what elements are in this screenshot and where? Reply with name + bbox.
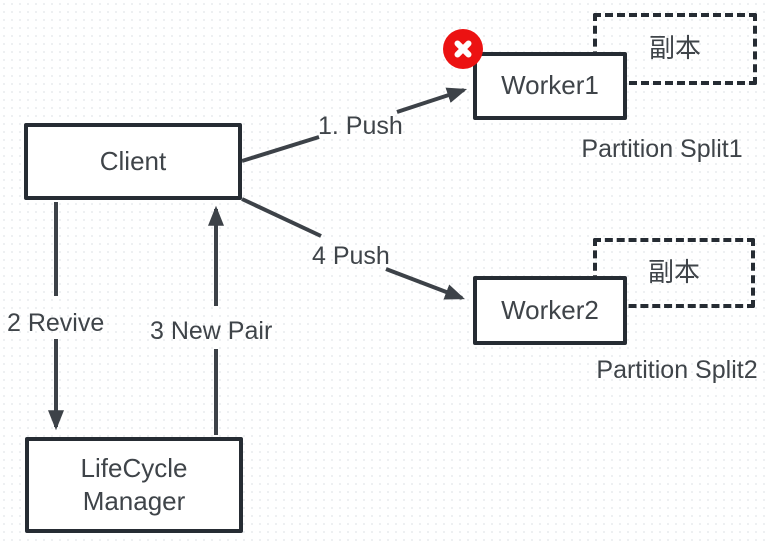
replica2-label: 副本: [647, 257, 700, 288]
worker1-label: Worker1: [501, 70, 599, 101]
error-badge: [443, 29, 483, 69]
error-cross-icon: [454, 40, 472, 58]
arrow-push1-segment: [241, 135, 320, 163]
client-label: Client: [99, 145, 167, 176]
caption-partition-split1: Partition Split1: [581, 135, 743, 163]
arrow-push4-segment: [241, 197, 322, 238]
edge-label-push1: 1. Push: [318, 112, 403, 140]
arrow-push4-head: [385, 267, 465, 300]
node-replica1: 副本: [593, 13, 757, 85]
lifecycle-manager-label: LifeCycle Manager: [80, 452, 188, 516]
node-client: Client: [24, 123, 242, 200]
arrow-push1-head: [396, 87, 468, 114]
edge-label-new-pair: 3 New Pair: [150, 317, 273, 345]
worker2-label: Worker2: [501, 294, 599, 325]
replica1-label: 副本: [648, 33, 701, 64]
edge-label-push4: 4 Push: [312, 242, 390, 270]
node-worker1: Worker1: [473, 52, 627, 120]
node-worker2: Worker2: [473, 276, 627, 345]
edge-label-revive: 2 Revive: [7, 309, 105, 337]
node-replica2: 副本: [593, 238, 755, 308]
caption-partition-split2: Partition Split2: [596, 356, 758, 384]
node-lifecycle-manager: LifeCycle Manager: [25, 437, 243, 533]
